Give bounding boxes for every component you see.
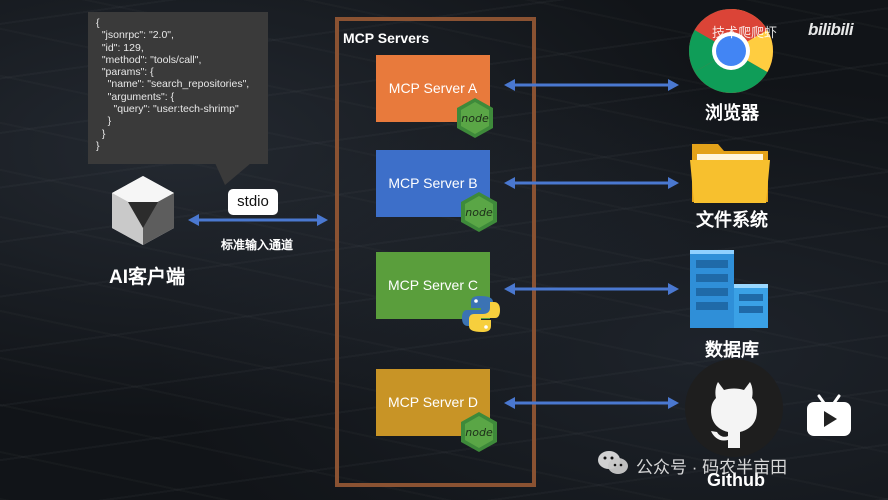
stdio-arrow <box>188 214 328 226</box>
json-line: "arguments": { <box>96 90 175 103</box>
svg-text:node: node <box>465 206 493 219</box>
connection-arrow-b <box>504 177 679 189</box>
mcp-servers-title: MCP Servers <box>343 30 430 46</box>
json-line: "method": "tools/call", <box>96 53 202 66</box>
github-icon <box>685 359 783 457</box>
ai-client-label: AI客户端 <box>108 267 185 288</box>
stdio-badge: stdio <box>228 189 278 215</box>
nodejs-icon: node <box>461 192 497 232</box>
mcp-servers-frame <box>335 17 536 487</box>
svg-text:node: node <box>461 112 489 125</box>
bilibili-tv-icon <box>807 394 851 436</box>
stdio-caption: 标准输入通道 <box>220 238 293 252</box>
bilibili-logo: bilibili <box>808 20 854 39</box>
folder-icon <box>690 144 770 203</box>
json-line: "params": { <box>96 66 154 79</box>
database-label: 数据库 <box>705 340 759 360</box>
connection-arrow-c <box>504 283 679 295</box>
wechat-watermark: 公众号 · 码农半亩田 <box>636 458 788 477</box>
database-server-icon <box>690 250 768 328</box>
json-line: "jsonrpc": "2.0", <box>96 29 174 42</box>
connection-arrow-d <box>504 397 679 409</box>
python-icon <box>462 296 500 332</box>
author-watermark: 技术爬爬虾 <box>712 25 778 40</box>
ai-client-cube-icon <box>112 176 174 245</box>
filesystem-label: 文件系统 <box>696 210 768 230</box>
nodejs-icon: node <box>461 412 497 452</box>
bubble-tail <box>215 163 251 185</box>
json-line: } <box>96 139 100 152</box>
json-line: "query": "user:tech-shrimp" <box>96 103 239 116</box>
wechat-icon <box>598 451 628 474</box>
connection-arrow-a <box>504 79 679 91</box>
nodejs-icon: node <box>457 98 493 138</box>
github-label: Github <box>707 470 765 490</box>
svg-text:node: node <box>465 426 493 439</box>
json-line: "id": 129, <box>96 41 144 54</box>
browser-label: 浏览器 <box>705 103 759 123</box>
jsonrpc-request-bubble: { "jsonrpc": "2.0", "id": 129, "method":… <box>88 12 268 164</box>
json-line: { <box>96 17 100 29</box>
json-line: "name": "search_repositories", <box>96 78 250 91</box>
chrome-icon <box>688 8 774 94</box>
mcp-server-c: MCP Server C <box>376 252 490 319</box>
json-line: } <box>96 115 112 128</box>
json-line: } <box>96 127 106 140</box>
